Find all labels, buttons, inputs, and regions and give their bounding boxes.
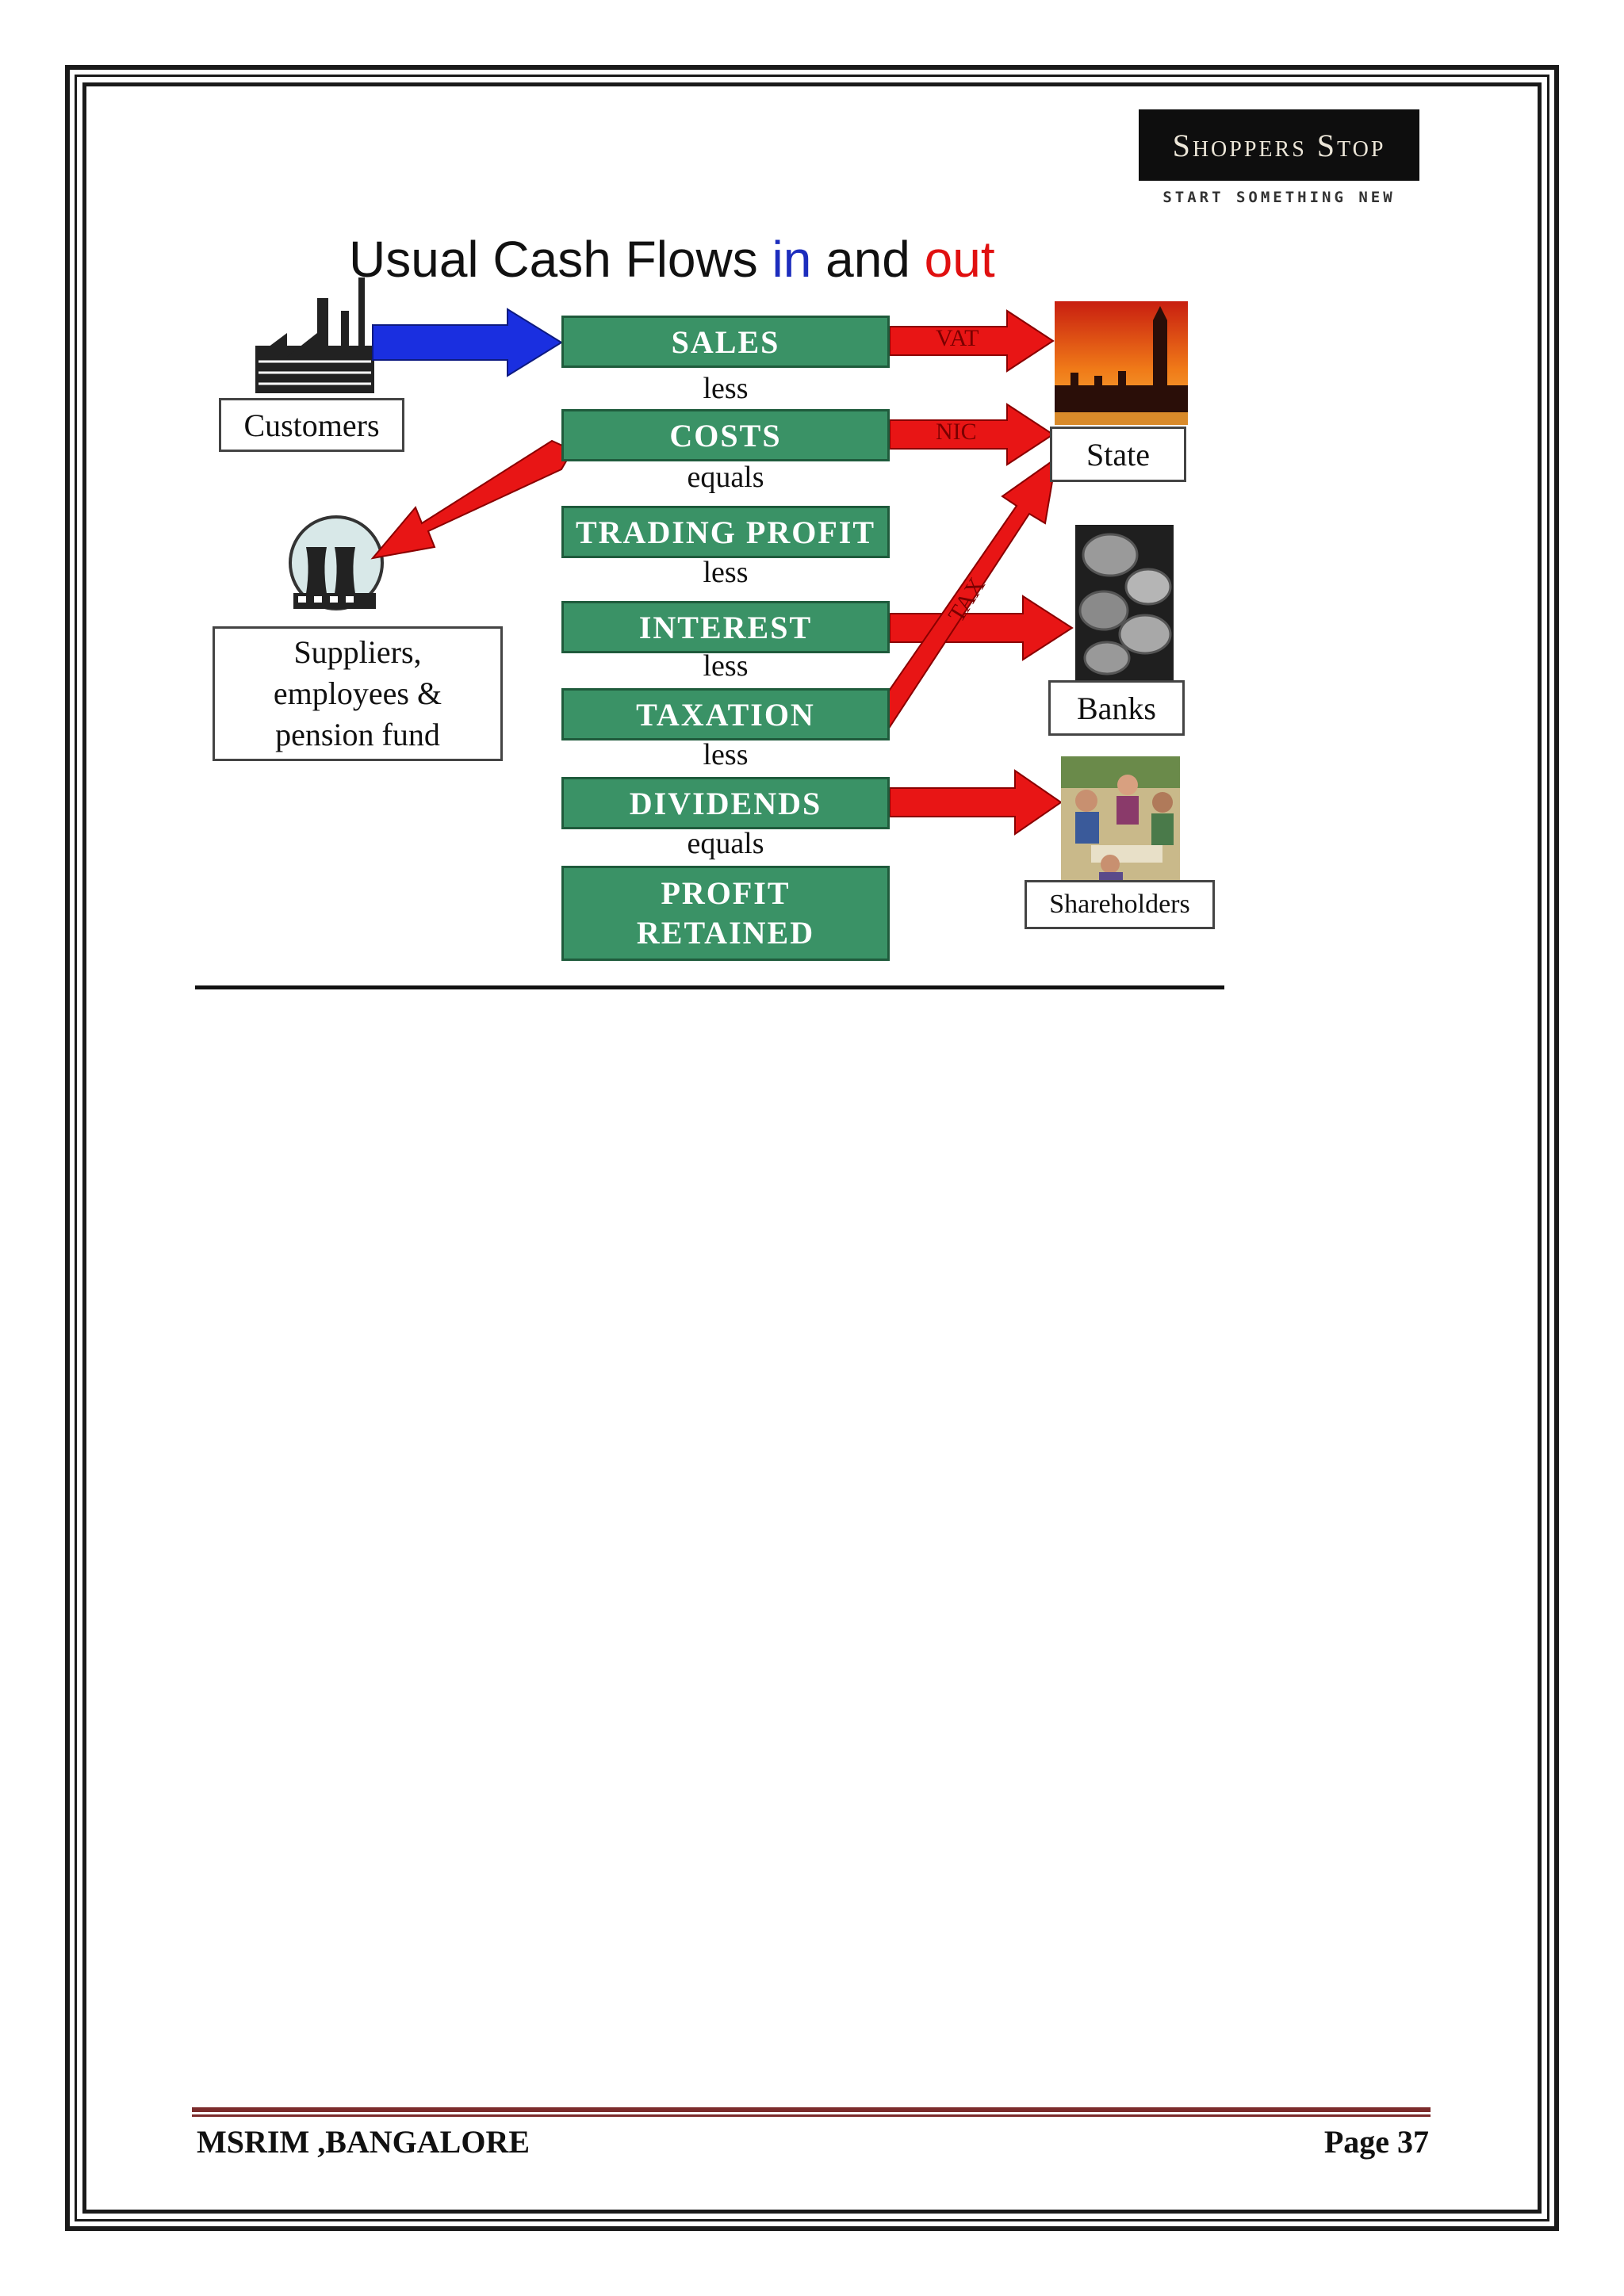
flow-box-taxation: TAXATION [561, 688, 890, 740]
profit-retained-line-1: PROFIT [661, 875, 791, 911]
red-arrow-costs-to-suppliers [370, 439, 574, 560]
label-suppliers: Suppliers, employees & pension fund [213, 626, 503, 761]
red-arrow-nic [889, 403, 1055, 466]
profit-retained-line-2: RETAINED [636, 915, 815, 951]
footer-rule-thick [192, 2107, 1431, 2112]
connector-less-3: less [703, 649, 749, 683]
meeting-image [1061, 756, 1180, 883]
title-part-1: Usual Cash Flows [349, 231, 772, 288]
connector-less-1: less [703, 372, 749, 405]
footer-rule-thin [192, 2114, 1431, 2117]
arrow-label-nic: NIC [936, 419, 977, 445]
page-border-inner [82, 82, 1542, 2214]
red-arrow-vat [889, 309, 1055, 373]
label-shareholders: Shareholders [1025, 880, 1215, 929]
title-out: out [924, 231, 995, 288]
costs-label: COSTS [669, 417, 782, 453]
power-plant-icon [289, 515, 384, 610]
factory-icon [255, 277, 374, 393]
red-arrow-dividends-to-shareholders [889, 769, 1063, 836]
title-in: in [772, 231, 812, 288]
page-border-outer [65, 65, 1559, 2231]
state-text: State [1086, 436, 1150, 473]
connector-equals-1: equals [687, 461, 764, 494]
flow-box-profit-retained: PROFIT RETAINED [561, 866, 890, 961]
shoppers-stop-logo: Shoppers Stop [1139, 109, 1419, 181]
taxation-label: TAXATION [636, 696, 815, 733]
flow-box-costs: COSTS [561, 409, 890, 461]
suppliers-line-3: pension fund [275, 717, 440, 752]
flow-box-interest: INTEREST [561, 601, 890, 653]
parliament-image [1055, 301, 1188, 425]
connector-less-4: less [703, 738, 749, 771]
red-arrow-interest-to-banks [889, 595, 1074, 661]
footer-institute: MSRIM ,BANGALORE [197, 2124, 530, 2160]
trading-profit-label: TRADING PROFIT [575, 514, 876, 550]
logo-brand: Shoppers Stop [1172, 127, 1386, 163]
arrow-label-vat: VAT [936, 325, 979, 351]
flow-box-trading-profit: TRADING PROFIT [561, 506, 890, 558]
label-banks: Banks [1048, 680, 1185, 736]
banks-text: Banks [1077, 690, 1156, 726]
diagram-title: Usual Cash Flows in and out [349, 230, 995, 289]
label-customers: Customers [219, 398, 404, 452]
label-state: State [1050, 427, 1186, 482]
coins-image [1075, 525, 1174, 680]
suppliers-line-1: Suppliers, [293, 634, 422, 670]
shareholders-text: Shareholders [1049, 890, 1190, 919]
page-border-middle [75, 75, 1549, 2221]
connector-equals-2: equals [687, 827, 764, 860]
title-and: and [811, 231, 925, 288]
section-divider [195, 985, 1224, 989]
suppliers-line-2: employees & [273, 675, 442, 711]
dividends-label: DIVIDENDS [629, 785, 822, 821]
footer-page-number: Page 37 [1323, 2124, 1429, 2160]
sales-label: SALES [671, 323, 780, 360]
flow-box-sales: SALES [561, 316, 890, 368]
customers-text: Customers [243, 407, 380, 443]
blue-arrow-customers-to-sales [372, 308, 563, 377]
logo-tagline: START SOMETHING NEW [1162, 189, 1396, 206]
flow-box-dividends: DIVIDENDS [561, 777, 890, 829]
connector-less-2: less [703, 556, 749, 589]
interest-label: INTEREST [638, 609, 813, 645]
